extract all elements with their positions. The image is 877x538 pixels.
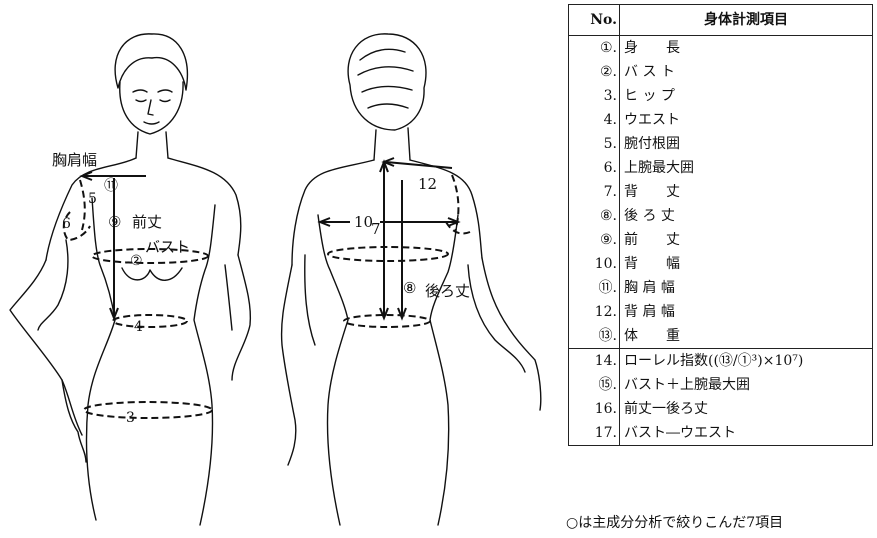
row-number: ②. [569, 60, 620, 84]
row-number: ⑮. [569, 373, 620, 397]
row-number: 5. [569, 132, 620, 156]
label-maetake: 前丈 [132, 213, 162, 231]
row-item: バスト＋上腕最大囲 [620, 373, 873, 397]
label-n8: ⑧ [403, 279, 416, 297]
front-figure [10, 34, 250, 525]
row-item: 前丈一後ろ丈 [620, 397, 873, 421]
table-row: ②.バ ス ト [569, 60, 873, 84]
label-n12: 12 [418, 175, 437, 193]
table-row: 7.背 丈 [569, 180, 873, 204]
row-number: 3. [569, 84, 620, 108]
label-kyoukata-haba: 胸肩幅 [52, 151, 97, 169]
row-number: 7. [569, 180, 620, 204]
label-n7: 7 [371, 220, 381, 238]
row-number: 14. [569, 349, 620, 374]
header-item: 身体計測項目 [620, 5, 873, 36]
row-number: ⑨. [569, 228, 620, 252]
label-n6: 6 [62, 216, 71, 232]
row-item: 胸 肩 幅 [620, 276, 873, 300]
table-row: ⑧.後 ろ 丈 [569, 204, 873, 228]
row-number: 6. [569, 156, 620, 180]
label-bust: バスト [145, 238, 190, 256]
row-item: 身 長 [620, 36, 873, 61]
row-item: 背 幅 [620, 252, 873, 276]
table-row: ①.身 長 [569, 36, 873, 61]
row-number: ①. [569, 36, 620, 61]
row-item: 腕付根囲 [620, 132, 873, 156]
table-row: ⑮.バスト＋上腕最大囲 [569, 373, 873, 397]
row-item: 背 肩 幅 [620, 300, 873, 324]
row-item: ウエスト [620, 108, 873, 132]
label-n9: ⑨ [108, 213, 121, 231]
label-n3: 3 [126, 410, 135, 426]
label-ushirotake: 後ろ丈 [425, 282, 470, 300]
row-number: 10. [569, 252, 620, 276]
row-item: 体 重 [620, 324, 873, 349]
row-number: 17. [569, 421, 620, 446]
table-row: 16.前丈一後ろ丈 [569, 397, 873, 421]
row-number: 12. [569, 300, 620, 324]
row-item: ヒ ッ プ [620, 84, 873, 108]
table-row: 4.ウエスト [569, 108, 873, 132]
label-n2: ② [130, 253, 143, 269]
row-number: ⑪. [569, 276, 620, 300]
header-no: No. [569, 5, 620, 36]
row-item: バスト―ウエスト [620, 421, 873, 446]
table-row: ⑨.前 丈 [569, 228, 873, 252]
label-n4: 4 [134, 319, 143, 335]
table-header-row: No. 身体計測項目 [569, 5, 873, 36]
table-row: 17.バスト―ウエスト [569, 421, 873, 446]
row-item: 前 丈 [620, 228, 873, 252]
table-row: 6.上腕最大囲 [569, 156, 873, 180]
row-number: 4. [569, 108, 620, 132]
body-measurement-illustration: 胸肩幅 ⑪ 5 6 ⑨ 前丈 ② バスト 4 3 10 7 12 ⑧ 後ろ丈 [0, 0, 565, 538]
table-row: ⑬.体 重 [569, 324, 873, 349]
row-item: バ ス ト [620, 60, 873, 84]
row-item: 後 ろ 丈 [620, 204, 873, 228]
table-row: ⑪.胸 肩 幅 [569, 276, 873, 300]
row-number: 16. [569, 397, 620, 421]
row-number: ⑧. [569, 204, 620, 228]
table-row: 14.ローレル指数((⑬/①³)×10⁷) [569, 349, 873, 374]
table-row: 10.背 幅 [569, 252, 873, 276]
row-number: ⑬. [569, 324, 620, 349]
table-row: 3.ヒ ッ プ [569, 84, 873, 108]
table-row: 12.背 肩 幅 [569, 300, 873, 324]
table-note: ○は主成分分析で絞りこんだ7項目 [566, 512, 783, 532]
label-n5: 5 [88, 191, 97, 207]
label-n11: ⑪ [104, 178, 118, 194]
row-item: 上腕最大囲 [620, 156, 873, 180]
row-item: 背 丈 [620, 180, 873, 204]
table-row: 5.腕付根囲 [569, 132, 873, 156]
row-item: ローレル指数((⑬/①³)×10⁷) [620, 349, 873, 374]
